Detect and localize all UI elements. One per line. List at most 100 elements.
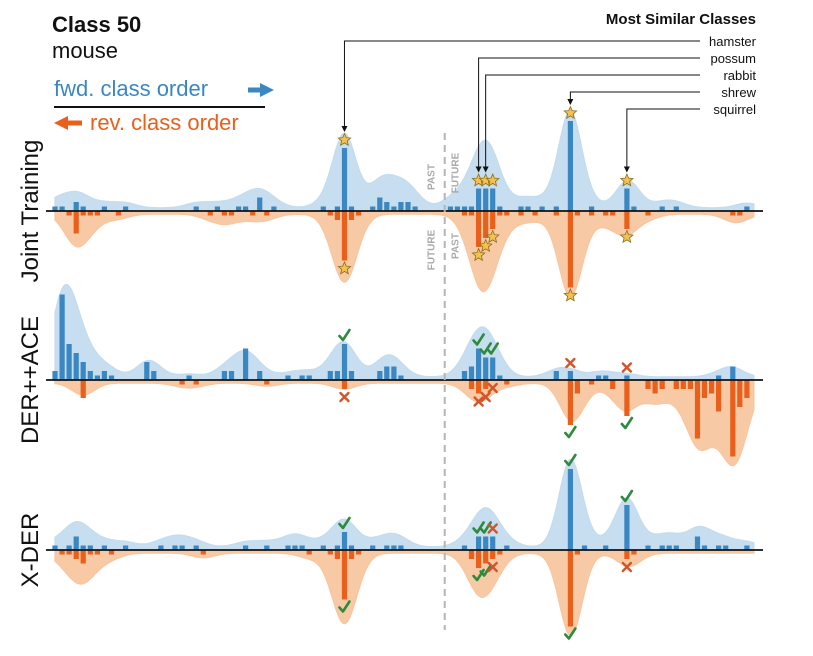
star-icon [619,172,634,187]
rev-bar [108,550,115,555]
fwd-bar [52,371,58,380]
star-icon [471,247,486,262]
fwd-bar [673,206,679,211]
fwd-bar [624,375,630,380]
rev-bar [490,211,496,229]
rev-bar [659,380,665,389]
label-past-top: PAST [427,164,438,190]
fwd-bar [483,536,489,550]
rev-bar [66,211,72,216]
fwd-bar [186,375,192,380]
fwd-bar [497,206,503,211]
rev-bar [652,380,658,394]
rev-bar [327,211,333,216]
fwd-bar [461,545,468,550]
fwd-bar [476,536,482,550]
leader-rabbit [482,74,700,173]
fwd-bar [66,545,72,550]
fwd-bar [348,371,355,380]
rev-bar [221,211,227,216]
check-icon [564,453,577,467]
leader-line [478,57,700,172]
cross-icon [480,391,491,403]
fwd-bar [73,202,79,211]
check-icon [564,627,577,640]
cross-icon [473,396,484,407]
fwd-bar [306,375,312,380]
fwd-bar [659,545,665,550]
fwd-bar [744,545,750,550]
fwd-bar [52,206,58,211]
fwd-bar [673,545,679,550]
check-icon [338,600,351,613]
rev-bar [87,550,93,555]
rev-density-area [54,379,755,467]
similar-label-squirrel: squirrel [713,102,756,117]
rev-bar [348,211,355,220]
fwd-bar [468,206,475,211]
fwd-bar [73,353,79,380]
check-icon [486,342,500,355]
leader-arrow-icon [567,99,574,105]
rev-bar [468,211,475,216]
fwd-bar [334,371,340,380]
fwd-bar [292,545,298,550]
rev-bar [476,211,482,247]
fwd-bar [257,371,263,380]
fwd-bar [370,545,376,550]
rev-bar [589,380,595,385]
y-axis-label: DER++ACE [17,316,44,444]
fwd-bar [624,188,630,211]
rev-bar [687,380,693,389]
fwd-bar [701,545,708,550]
star-icon [337,132,352,147]
rev-bar [680,380,686,389]
check-icon [472,333,485,346]
fwd-bar [398,202,404,211]
rev-bar [624,550,630,559]
rev-bar [207,211,213,216]
fwd-bar [87,371,93,380]
leader-shrew [567,91,700,105]
leader-line [485,74,700,172]
star-icon [478,238,493,253]
similar-label-hamster: hamster [709,34,756,49]
fwd-bar [716,545,722,550]
rev-bar [73,211,79,234]
rev-bar [334,211,340,220]
leader-possum [475,57,700,173]
rev-bar [73,550,79,559]
fwd-bar [694,536,701,550]
cross-icon [339,391,350,403]
fwd-bar [193,545,199,550]
rev-bar [306,550,312,555]
rev-bar [737,380,743,407]
rev-bar [624,380,630,416]
fwd-density-area [54,458,755,551]
fwd-bar [348,206,355,211]
rev-bar [631,550,637,555]
leader-line [343,40,700,131]
rev-bar [476,550,482,568]
fwd-bar [327,371,333,380]
fwd-bar [59,206,65,211]
cross-icon [487,382,498,394]
fwd-bar [468,366,475,380]
rev-bar [228,211,235,216]
fwd-bar [299,545,305,550]
fwd-bar [108,375,115,380]
rev-bar [334,550,340,559]
legend [54,83,274,130]
fwd-bar [377,371,383,380]
fwd-bar [384,366,390,380]
label-future-bottom: FUTURE [427,229,438,270]
rev-bar [737,211,743,216]
rev-bar [624,211,630,229]
fwd-bar [94,375,100,380]
rev-bar [66,550,72,555]
rev-bar [468,550,475,559]
rev-bar [645,211,651,216]
rev-bar [59,550,65,555]
rev-bar [518,211,524,216]
fwd-bar [553,206,559,211]
